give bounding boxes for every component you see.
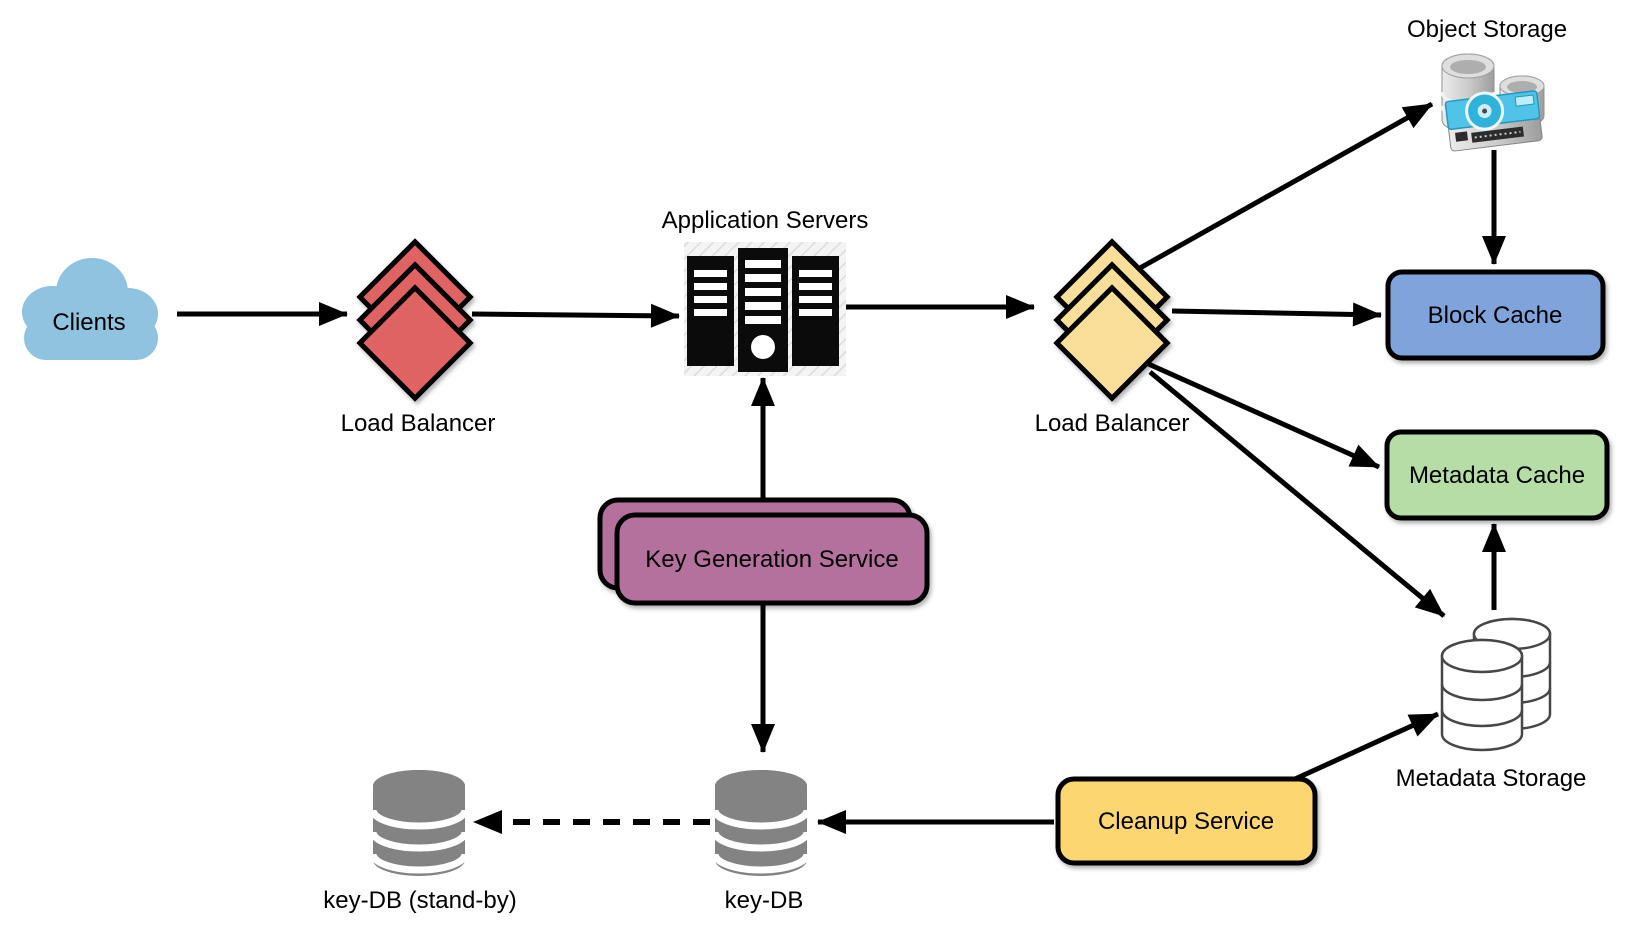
load-balancer-app-label: Load Balancer: [341, 410, 496, 437]
metadata-storage-node: Metadata Storage: [1396, 617, 1587, 792]
metadata-cache-node: Metadata Cache: [1384, 429, 1610, 521]
server-rack-icon: [687, 248, 839, 372]
metadata-storage-label: Metadata Storage: [1396, 765, 1587, 792]
metadata-cache-box: [1384, 429, 1610, 521]
edge-load-balancer-to-block-cache: [1171, 302, 1382, 327]
db-cylinder-top: [715, 770, 807, 802]
object-storage-node: Object Storage: [1407, 16, 1567, 152]
clients-label: Clients: [52, 309, 125, 336]
diamond-front: [356, 284, 474, 402]
block-cache-box: [1385, 269, 1606, 361]
application-servers-label: Application Servers: [662, 207, 869, 234]
edge-load-balancer-to-object-storage: [1138, 101, 1434, 271]
diamond-front: [1053, 284, 1171, 402]
load-balancer-storage-node: [1053, 238, 1171, 402]
clients-node: Clients: [22, 258, 158, 360]
server-slats: [694, 260, 832, 359]
key-db-standby-icon: [373, 770, 465, 876]
cylinder-stack-icon: [1440, 617, 1552, 752]
cleanup-service-label: Cleanup Service: [1098, 808, 1274, 835]
kgs-box-front: [614, 512, 930, 606]
load-balancer-app-node: [356, 238, 474, 402]
application-servers-node: Application Servers: [662, 207, 869, 376]
key-db-label: key-DB: [725, 887, 804, 914]
load-balancer-storage-label: Load Balancer: [1035, 410, 1190, 437]
key-db-standby-label: key-DB (stand-by): [323, 887, 516, 914]
hdd-icon: [1444, 90, 1543, 152]
metadata-cache-label: Metadata Cache: [1409, 462, 1585, 489]
cloud-icon: [22, 258, 158, 360]
cloud-shape: [24, 316, 158, 360]
cleanup-service-node: Cleanup Service: [1055, 776, 1318, 866]
block-cache-node: Block Cache: [1385, 269, 1606, 361]
disk-array-icon: [1440, 53, 1545, 152]
cleanup-service-box: [1055, 776, 1318, 866]
edge-load-balancer-to-metadata-storage: [1148, 370, 1446, 618]
edge-cleanup-to-metadata-storage: [1293, 711, 1440, 782]
key-generation-service-node: Key Generation Service: [597, 497, 930, 606]
key-db-icon: [711, 770, 811, 876]
edge-load-balancer-to-app-servers: [471, 303, 680, 328]
object-storage-label: Object Storage: [1407, 16, 1567, 43]
block-cache-label: Block Cache: [1428, 302, 1563, 329]
edge-load-balancer-to-metadata-cache: [1142, 359, 1381, 470]
key-generation-service-label: Key Generation Service: [645, 546, 898, 573]
